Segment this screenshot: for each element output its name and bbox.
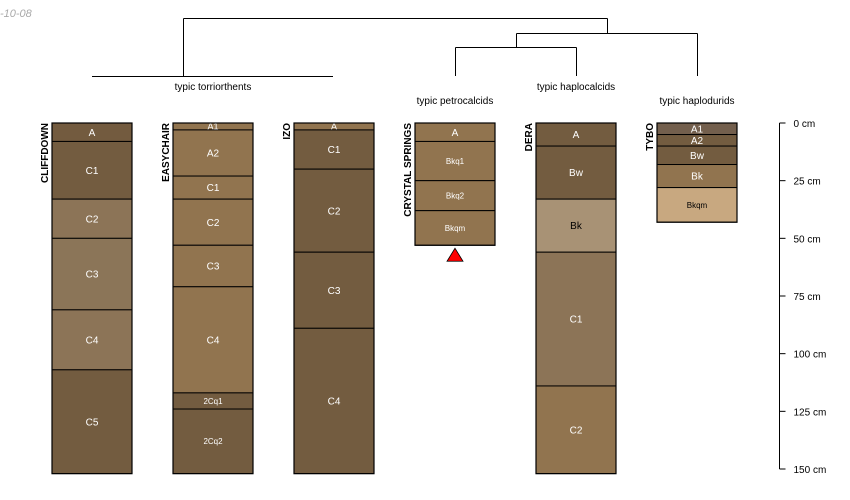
- profile-name: DERA: [524, 123, 535, 151]
- horizon-label: Bkqm: [445, 224, 466, 233]
- horizon-label: C3: [86, 270, 99, 281]
- horizon-label: A: [89, 128, 96, 139]
- horizon-label: Bkq1: [446, 157, 465, 166]
- horizon-label: 2Cq2: [203, 437, 223, 446]
- scale-tick-label: 25 cm: [794, 177, 821, 188]
- profile-name: TYBO: [645, 123, 656, 151]
- horizon-label: C3: [328, 286, 341, 297]
- horizon-label: C1: [328, 145, 341, 156]
- profile-outline: [51, 122, 133, 475]
- horizon-label: C2: [570, 425, 583, 436]
- horizon-label: Bw: [690, 151, 705, 162]
- horizon: [535, 198, 617, 253]
- horizon-label: A: [331, 122, 337, 132]
- horizon-label: Bw: [569, 168, 584, 179]
- horizon-label: C1: [207, 183, 220, 194]
- horizon: [535, 385, 617, 475]
- horizon-label: C2: [207, 218, 220, 229]
- profile-name: CLIFFDOWN: [40, 123, 51, 183]
- scale-tick-label: 100 cm: [794, 350, 827, 361]
- scale-tick-label: 75 cm: [794, 292, 821, 303]
- profile-name: EASYCHAIR: [161, 122, 172, 182]
- horizon-label: 2Cq1: [203, 397, 223, 406]
- profile-outline: [172, 122, 254, 475]
- horizon: [414, 210, 496, 246]
- horizon-label: C3: [207, 262, 220, 273]
- date-stamp: -10-08: [0, 8, 32, 20]
- scale-tick-label: 50 cm: [794, 234, 821, 245]
- scale-tick-label: 150 cm: [794, 465, 827, 476]
- profile-name: IZO: [282, 123, 293, 140]
- horizon: [51, 140, 133, 200]
- horizon: [172, 129, 254, 177]
- horizon: [172, 286, 254, 394]
- horizon-label: C1: [570, 315, 583, 326]
- dendrogram: [92, 18, 698, 77]
- horizon-label: C2: [328, 206, 341, 217]
- horizon-label: A: [452, 128, 459, 139]
- horizon-label: C1: [86, 166, 99, 177]
- profile-name: CRYSTAL SPRINGS: [403, 123, 414, 217]
- horizon: [414, 180, 496, 212]
- profile-outline: [293, 122, 375, 475]
- horizon-label: C2: [86, 214, 99, 225]
- horizon: [172, 198, 254, 246]
- horizon-label: A2: [691, 136, 704, 147]
- horizon: [414, 140, 496, 182]
- horizon-label: A2: [207, 149, 220, 160]
- horizon-label: A1: [691, 124, 704, 135]
- horizon-label: Bk: [570, 221, 583, 232]
- horizon: [656, 187, 738, 223]
- scale-tick-label: 125 cm: [794, 407, 827, 418]
- profile-outline: [656, 122, 738, 223]
- profile-outline: [414, 122, 496, 246]
- dendrogram-branch: [92, 18, 698, 77]
- horizon-label: Bkq2: [446, 192, 465, 201]
- group-label-haplocalcids: typic haplocalcids: [537, 82, 615, 93]
- horizon-label: Bkqm: [687, 201, 708, 210]
- horizon-label: A1: [207, 122, 218, 132]
- horizon-label: C5: [86, 417, 99, 428]
- group-label-haplodurids: typic haplodurids: [659, 96, 734, 107]
- group-label-torriorthents: typic torriorthents: [175, 82, 252, 93]
- horizon-label: C4: [207, 335, 220, 346]
- horizon-label: A: [573, 130, 580, 141]
- profile-outline: [535, 122, 617, 475]
- horizon-label: C4: [86, 335, 99, 346]
- group-label-petrocalcids: typic petrocalcids: [417, 96, 494, 107]
- horizon-label: Bk: [691, 172, 704, 183]
- depth-scale: 0 cm 25 cm 50 cm 75 cm 100 cm 125 cm 150 cm: [779, 119, 827, 476]
- horizon-label: C4: [328, 397, 341, 408]
- scale-tick-label: 0 cm: [794, 119, 816, 130]
- bottom-marker-icon: [446, 247, 464, 262]
